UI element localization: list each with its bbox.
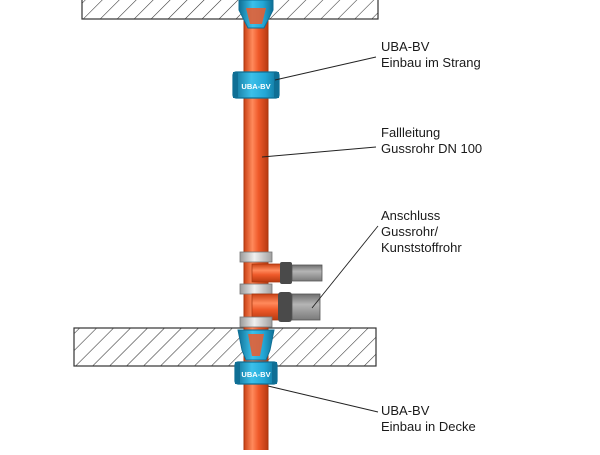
ceiling-slab-bottom <box>73 327 377 367</box>
label-uba-strang-line1: UBA-BV <box>381 39 430 54</box>
label-anschluss-line3: Kunststoffrohr <box>381 240 462 255</box>
uba-bv-coupling-decke: UBA-BV <box>234 329 278 385</box>
label-fallleitung-line1: Fallleitung <box>381 125 441 140</box>
branch-fitting-upper <box>239 251 323 284</box>
label-uba-bv-decke: UBA-BV Einbau in Decke <box>381 403 476 435</box>
ceiling-slab-top <box>81 0 379 20</box>
leader-line-uba-strang <box>274 56 377 81</box>
label-anschluss: Anschluss Gussrohr/ Kunststoffrohr <box>381 208 462 256</box>
coupling-text-decke: UBA-BV <box>241 370 270 379</box>
label-uba-bv-strang: UBA-BV Einbau im Strang <box>381 39 481 71</box>
leader-line-fallleitung <box>261 146 377 158</box>
label-anschluss-line2: Gussrohr/ <box>381 224 439 239</box>
leader-line-anschluss <box>311 225 379 309</box>
coupling-top-slab <box>238 0 274 29</box>
label-uba-decke-line1: UBA-BV <box>381 403 430 418</box>
leader-lines <box>261 56 379 413</box>
branch-fitting-lower <box>239 283 321 328</box>
uba-bv-coupling-strang: UBA-BV <box>232 71 280 99</box>
label-anschluss-line1: Anschluss <box>381 208 441 223</box>
label-uba-decke-line2: Einbau in Decke <box>381 419 476 434</box>
label-fallleitung-line2: Gussrohr DN 100 <box>381 141 483 156</box>
leader-line-uba-decke <box>267 385 379 413</box>
label-uba-strang-line2: Einbau im Strang <box>381 55 481 70</box>
coupling-text-strang: UBA-BV <box>241 82 270 91</box>
label-fallleitung: Fallleitung Gussrohr DN 100 <box>381 125 482 157</box>
